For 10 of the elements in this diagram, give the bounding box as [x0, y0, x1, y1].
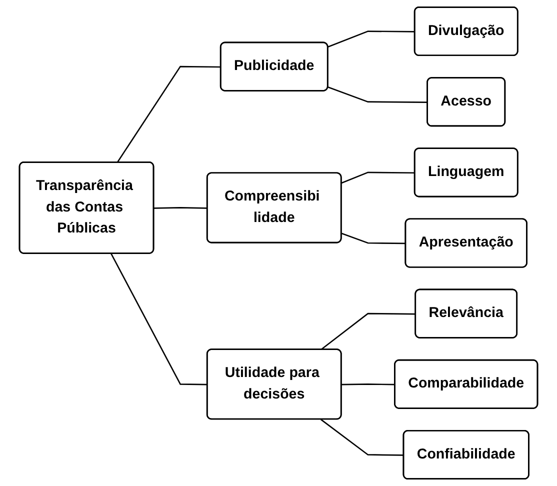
connector — [116, 66, 222, 163]
connector — [328, 86, 428, 103]
connector — [341, 232, 406, 244]
connector — [110, 253, 208, 386]
connector — [320, 312, 416, 350]
connector — [341, 172, 416, 184]
connector — [320, 418, 404, 456]
connector — [328, 30, 416, 48]
connector — [342, 383, 396, 386]
connector — [154, 207, 208, 209]
